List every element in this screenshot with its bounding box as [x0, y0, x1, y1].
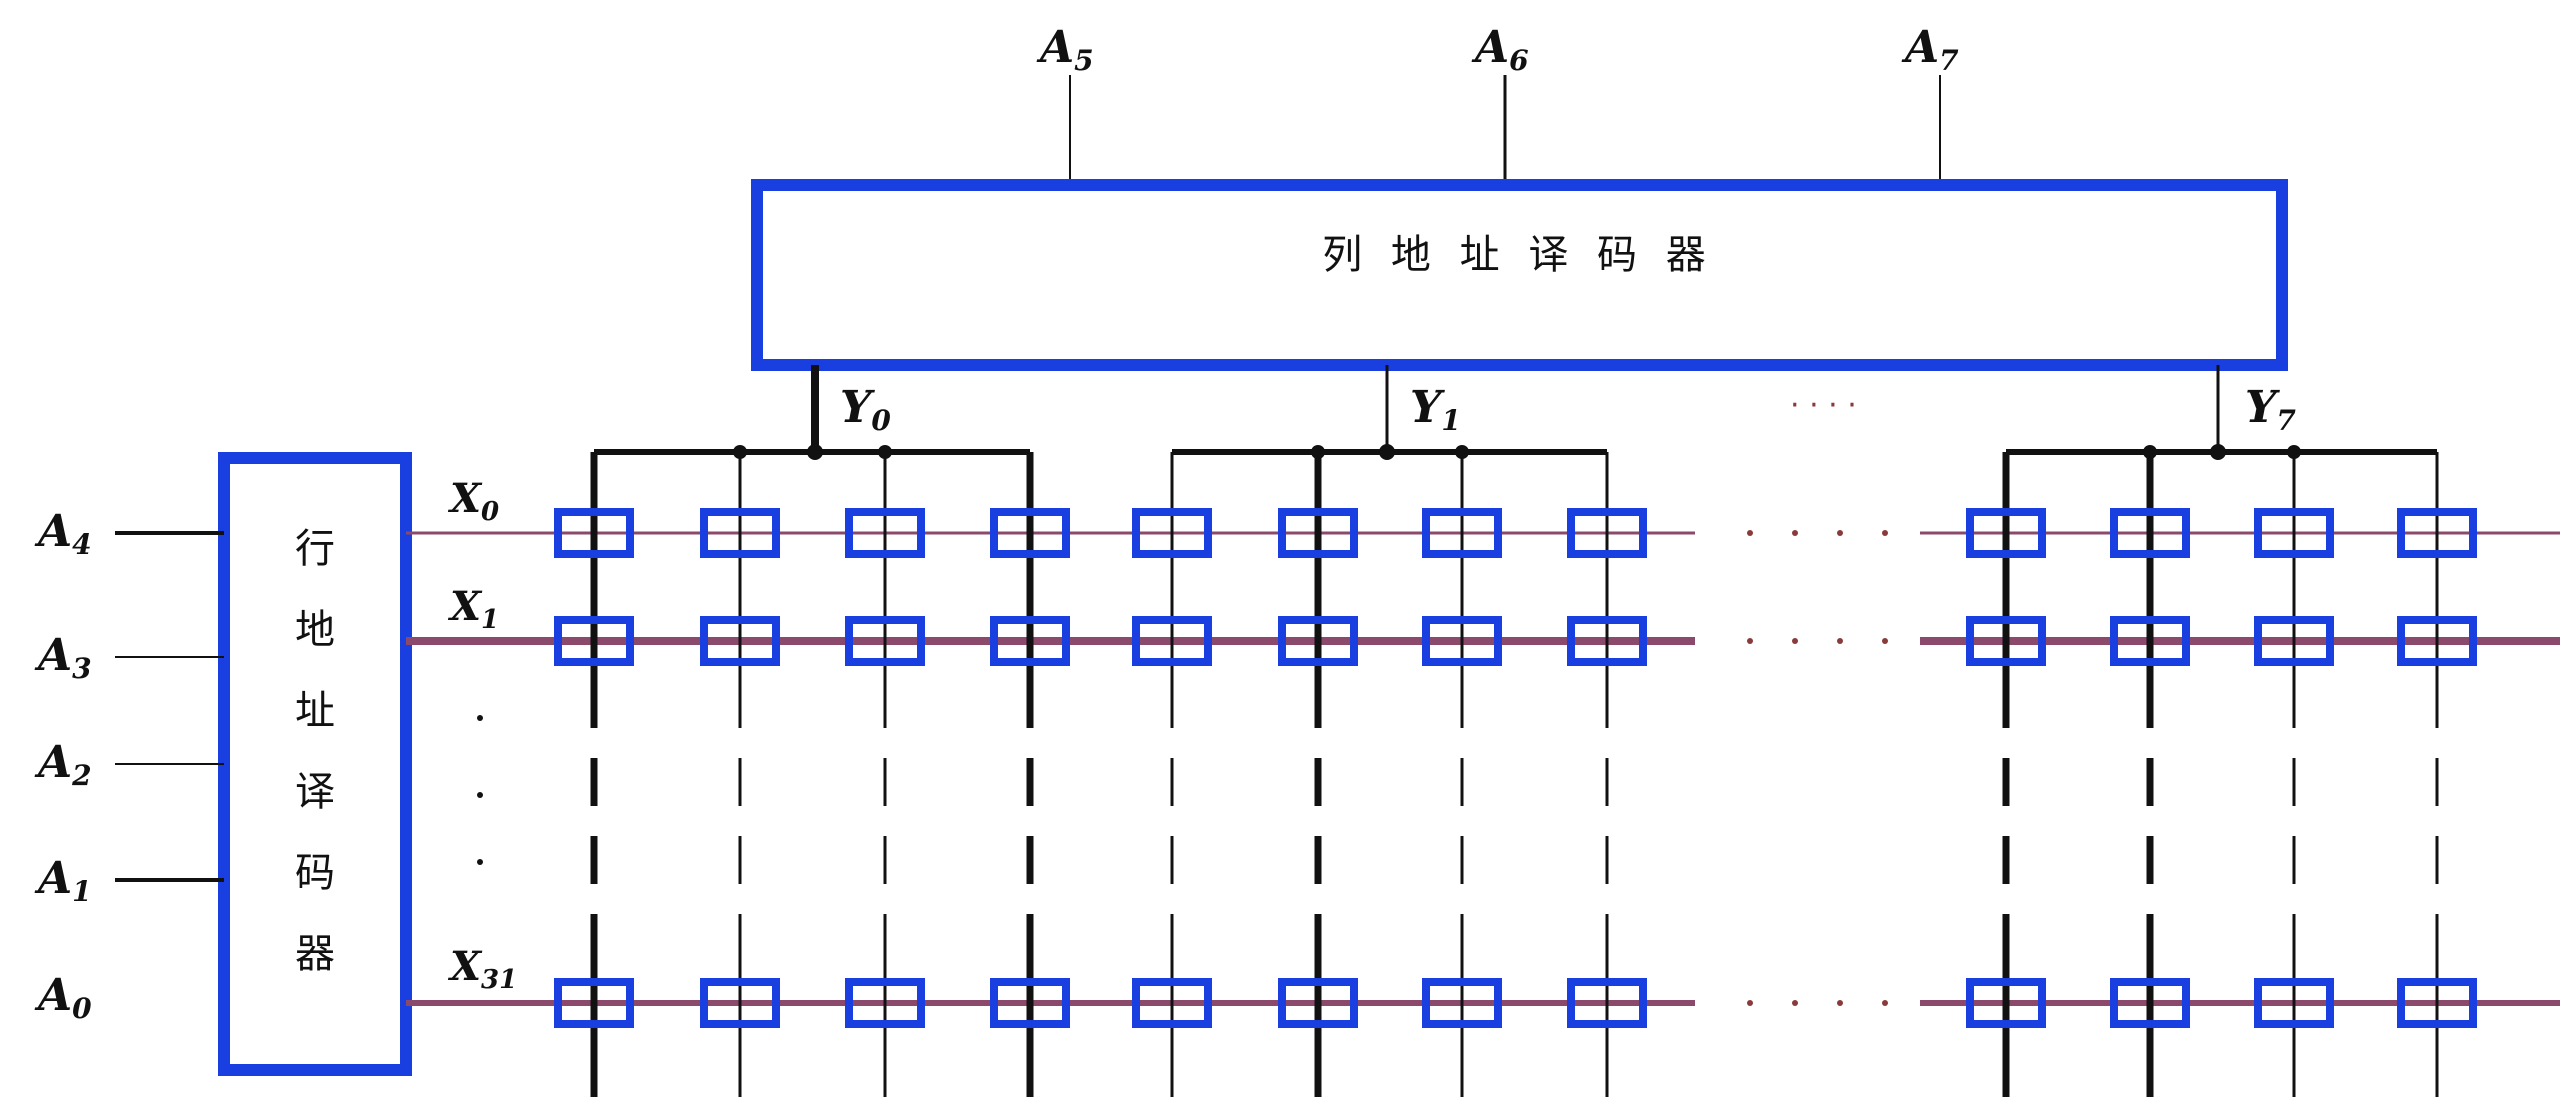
row-ellipsis-dot: [1792, 1000, 1798, 1006]
y7-label: Y7: [2245, 382, 2296, 437]
x31-label: X31: [447, 943, 517, 995]
memory-cell: [554, 616, 634, 666]
row-ellipsis-dot: [1882, 638, 1888, 644]
junction-dot: [2210, 444, 2226, 460]
memory-cell: [845, 616, 925, 666]
memory-cell: [1278, 508, 1358, 558]
memory-cell: [1132, 508, 1212, 558]
memory-cell: [700, 978, 780, 1028]
column-ellipsis: · · · ·: [1790, 388, 1857, 423]
a6-label: A6: [1471, 22, 1529, 77]
row-decoder-box: [218, 452, 412, 1076]
memory-cell: [1567, 508, 1647, 558]
row-ellipsis-dot: [1747, 1000, 1753, 1006]
row-ellipsis-dot: [1837, 1000, 1843, 1006]
row-ellipsis-dot: [1837, 530, 1843, 536]
y0-label: Y0: [840, 382, 891, 437]
a1-label: A1: [34, 853, 92, 908]
junction-dot: [2287, 445, 2301, 459]
row-ellipsis-dot: [477, 715, 483, 721]
memory-cell: [1966, 508, 2046, 558]
memory-cell: [2397, 978, 2477, 1028]
memory-cell: [1132, 978, 1212, 1028]
row-ellipsis-dot: [1837, 638, 1843, 644]
a2-label: A2: [34, 737, 92, 792]
memory-cell: [2397, 616, 2477, 666]
memory-cell: [2254, 508, 2334, 558]
junction-dot: [807, 444, 823, 460]
row-ellipsis-dot: [477, 859, 483, 865]
junction-dot: [1311, 445, 1325, 459]
memory-cell: [2110, 616, 2190, 666]
column-decoder-box: [751, 179, 2288, 371]
junction-dot: [2143, 445, 2157, 459]
memory-cell: [845, 978, 925, 1028]
x1-label: X1: [447, 583, 499, 635]
a3-label: A3: [34, 630, 92, 685]
memory-cell: [1278, 978, 1358, 1028]
junction-dot: [878, 445, 892, 459]
row-decoder-char-2: 址: [295, 688, 335, 734]
a4-label: A4: [34, 506, 92, 561]
row-decoder: 行 地 址 译 码 器 A4 A3 A2 A1 A0 X0 X1 X31: [34, 452, 517, 1076]
a7-label: A7: [1901, 22, 1959, 77]
x0-label: X0: [447, 475, 499, 527]
a5-label: A5: [1036, 22, 1094, 77]
row-ellipsis-dot: [477, 792, 483, 798]
column-decoder-label: 列 地 址 译 码 器: [1322, 232, 1714, 278]
junction-dot: [1455, 445, 1469, 459]
memory-cell: [1422, 616, 1502, 666]
row-decoder-char-3: 译: [295, 769, 335, 815]
row-ellipsis-dot: [1882, 530, 1888, 536]
memory-cell: [1132, 616, 1212, 666]
row-ellipsis-dot: [1882, 1000, 1888, 1006]
memory-cell: [2254, 616, 2334, 666]
memory-cell: [1966, 978, 2046, 1028]
memory-cell: [2254, 978, 2334, 1028]
row-ellipsis-dot: [1792, 638, 1798, 644]
memory-cell: [990, 616, 1070, 666]
memory-cell: [1422, 508, 1502, 558]
memory-cell: [990, 978, 1070, 1028]
memory-cell: [1278, 616, 1358, 666]
memory-cell-array: [406, 365, 2560, 1097]
y1-label: Y1: [1410, 382, 1461, 437]
memory-cell: [1567, 616, 1647, 666]
memory-cell: [1966, 616, 2046, 666]
column-decoder: A5 A6 A7 列 地 址 译 码 器 Y0 Y1 Y7 · · · ·: [751, 22, 2296, 437]
row-ellipsis-dot: [1747, 638, 1753, 644]
row-ellipsis-dot: [1792, 530, 1798, 536]
memory-cell: [2110, 508, 2190, 558]
memory-cell: [554, 978, 634, 1028]
memory-cell: [2397, 508, 2477, 558]
row-decoder-char-5: 器: [295, 931, 335, 977]
junction-dot: [733, 445, 747, 459]
a0-label: A0: [34, 970, 92, 1025]
memory-cell: [845, 508, 925, 558]
memory-cells: [554, 508, 2477, 1028]
row-decoder-char-0: 行: [295, 526, 335, 572]
row-ellipsis-dot: [1747, 530, 1753, 536]
memory-cell: [1422, 978, 1502, 1028]
memory-cell: [700, 508, 780, 558]
memory-cell: [554, 508, 634, 558]
row-ellipsis-group: [1747, 530, 1888, 1006]
memory-cell: [2110, 978, 2190, 1028]
memory-cell: [700, 616, 780, 666]
junction-dot: [1379, 444, 1395, 460]
memory-cell: [990, 508, 1070, 558]
row-decoder-char-4: 码: [295, 850, 335, 896]
row-decoder-char-1: 地: [295, 607, 335, 653]
memory-cell: [1567, 978, 1647, 1028]
